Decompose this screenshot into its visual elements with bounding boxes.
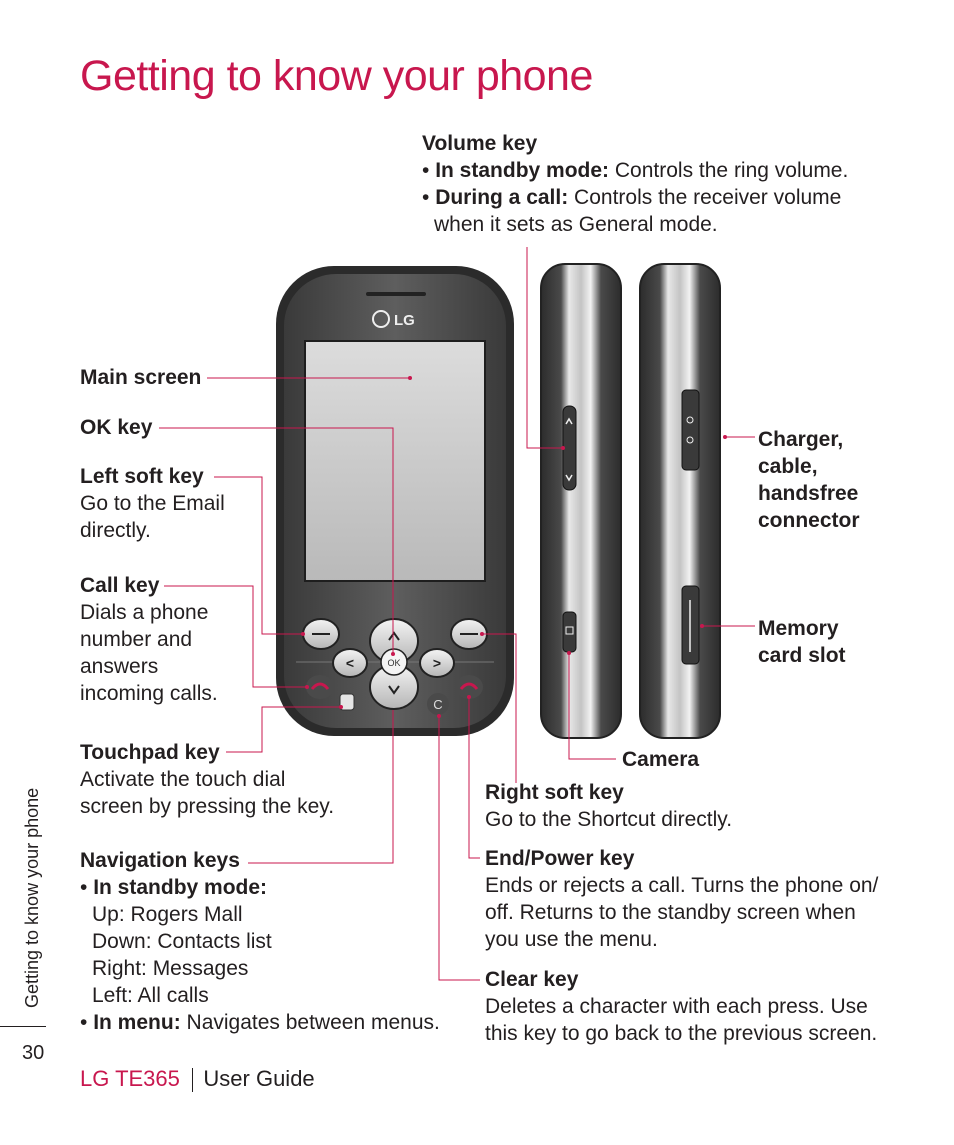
volume-key-callout: Volume key • In standby mode: Controls t… [422,132,849,236]
touchpad-key-callout: Touchpad key Activate the touch dial scr… [80,741,335,818]
clear-key [427,693,449,715]
lg-logo: LG [372,310,415,329]
touchpad-key [339,693,355,711]
svg-text:C: C [433,697,442,712]
call-key-callout: Call key Dials a phone number and answer… [80,574,218,705]
call-key [310,682,330,690]
clear-key-callout: Clear key Deletes a character with each … [485,968,878,1045]
end-power-key-callout: End/Power key Ends or rejects a call. Tu… [485,847,879,951]
phone-side-right [639,263,721,739]
leader-lines [159,247,755,981]
footer-guide: User Guide [203,1066,315,1091]
footer: LG TE365 User Guide [80,1066,315,1093]
svg-text:>: > [433,655,441,671]
page-title: Getting to know your phone [80,52,593,100]
phone-front: LG OK < > C [276,266,514,736]
page-number: 30 [22,1042,45,1064]
footer-divider [191,1068,194,1093]
footer-model: LG TE365 [80,1066,180,1091]
phone-side-left [540,263,622,739]
right-soft-key-callout: Right soft key Go to the Shortcut direct… [485,781,733,831]
memory-card-callout: Memory card slot [758,617,846,667]
side-rule [0,1026,46,1027]
main-screen [304,340,486,582]
camera-label: Camera [622,748,700,771]
charger-port [681,389,700,471]
ok-key [380,648,408,676]
phone-logo-text: LG [394,312,415,329]
svg-text:<: < [346,655,354,671]
end-power-key [459,682,479,690]
ok-key-label: OK key [80,416,153,439]
svg-text:OK: OK [387,658,400,668]
main-screen-label: Main screen [80,366,202,389]
navigation-keys-callout: Navigation keys • In standby mode: Up: R… [80,849,440,1034]
camera-key [562,611,577,653]
charger-callout: Charger, cable, handsfree connector [758,428,860,532]
left-soft-key-callout: Left soft key Go to the Email directly. [80,465,225,542]
side-tab: Getting to know your phone [22,787,42,1008]
